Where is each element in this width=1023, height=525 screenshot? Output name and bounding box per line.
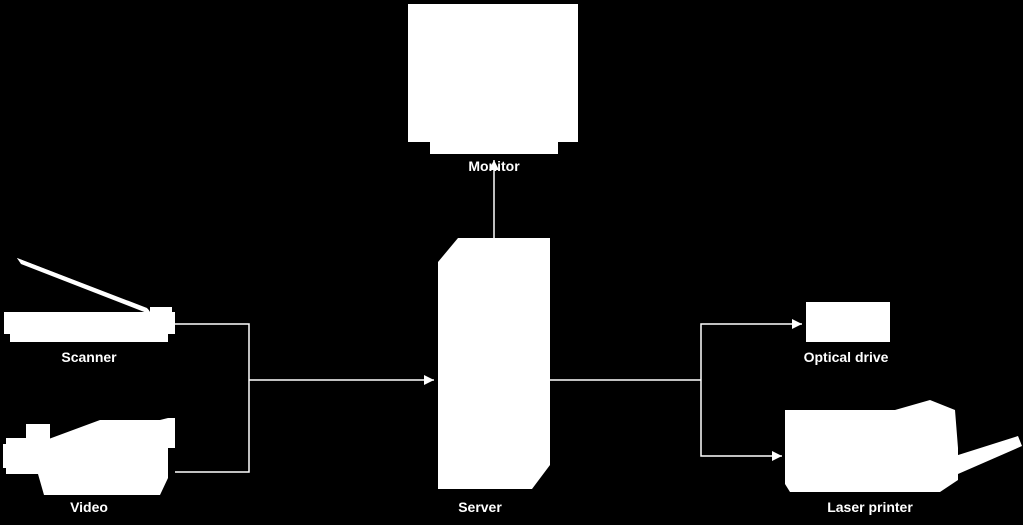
monitor-label: Monitor [468,158,520,174]
laser-printer-icon [785,400,1022,492]
server-label: Server [458,499,502,515]
optical-drive-node: Optical drive [804,302,890,365]
video-label: Video [70,499,108,515]
optical-drive-label: Optical drive [804,349,889,365]
connector-laser-printer [700,380,782,461]
video-node: Video [3,418,175,515]
server-node: Server [438,238,550,515]
connector-optical-drive [700,319,802,380]
connectors [175,160,802,473]
optical-drive-icon [806,302,890,342]
video-camera-icon [3,418,175,495]
flatbed-scanner-icon [4,258,175,342]
laser-printer-node: Laser printer [785,400,1022,515]
server-tower-icon [438,238,550,489]
laser-printer-label: Laser printer [827,499,913,515]
connector-video-server [175,380,250,473]
connector-scanner-server [175,323,250,380]
monitor-node: Monitor [408,4,578,174]
scanner-label: Scanner [61,349,117,365]
monitor-icon [408,4,578,154]
scanner-node: Scanner [4,258,175,365]
